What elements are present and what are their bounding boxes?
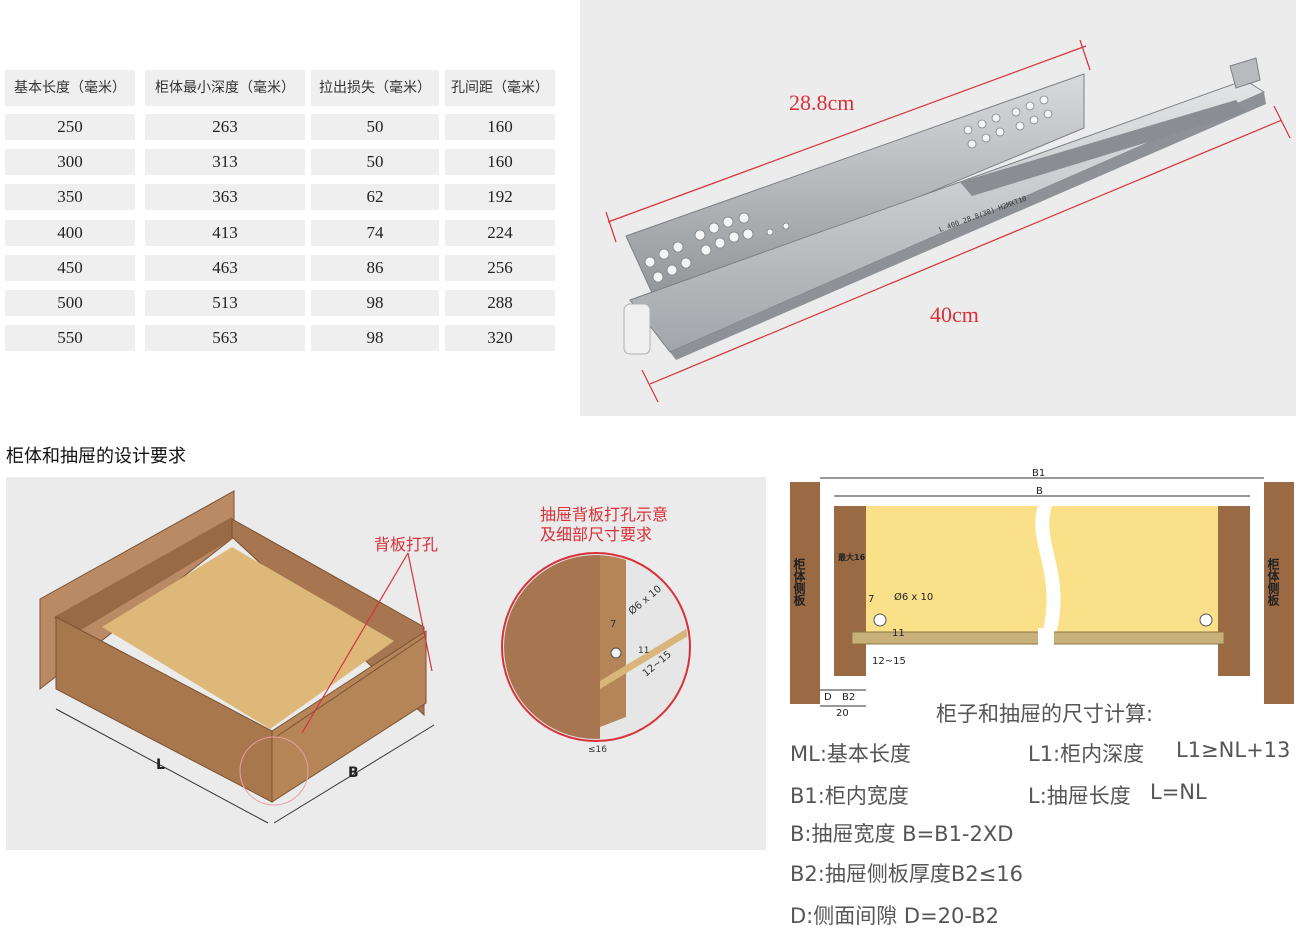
detail-title-line1: 抽屉背板打孔示意	[540, 505, 669, 524]
dim-top-label: 28.8cm	[789, 90, 854, 115]
table-cell: 463	[145, 254, 305, 281]
table-cell: 50	[311, 114, 439, 140]
table-cell: 250	[5, 114, 135, 140]
table-header: 基本长度（毫米）	[5, 70, 135, 106]
table-header: 柜体最小深度（毫米）	[145, 70, 305, 106]
detail-dim-16: ≤16	[588, 745, 607, 755]
detail-title-line2: 及细部尺寸要求	[540, 525, 653, 544]
table-header: 孔间距（毫米）	[445, 70, 555, 106]
table-cell: 224	[445, 219, 555, 246]
dim-20-label: 20	[836, 708, 849, 719]
table-cell: 62	[311, 184, 439, 211]
table-cell: 413	[145, 219, 305, 246]
table-cell: 563	[145, 325, 305, 352]
formula-b2: B2:抽屉侧板厚度B2≤16	[790, 862, 1023, 886]
table-cell: 263	[145, 114, 305, 140]
calc-title: 柜子和抽屉的尺寸计算:	[936, 702, 1154, 726]
dim-B: B	[348, 765, 359, 781]
dim-12-15-label: 12~15	[872, 656, 906, 667]
dim-B1: B1	[1032, 468, 1045, 479]
dim-B2-label: B2	[842, 692, 855, 703]
dim-L: L	[156, 757, 165, 773]
cabinet-section-illustration: B1 B 柜体侧板 柜体侧板 最大16 Ø6 x 10 7 11 12~15 D…	[790, 468, 1294, 719]
formula-b: B:抽屉宽度 B=B1-2XD	[790, 822, 1014, 846]
table-cell: 450	[5, 254, 135, 281]
section-title: 柜体和抽屉的设计要求	[6, 446, 186, 467]
table-cell: 313	[145, 149, 305, 176]
table-cell: 363	[145, 184, 305, 211]
formula-l-rule: L=NL	[1150, 780, 1207, 804]
dim-B: B	[1036, 486, 1043, 497]
table-cell: 256	[445, 254, 555, 281]
formula-l1-rule: L1≥NL+13	[1176, 738, 1291, 762]
table-cell: 74	[311, 219, 439, 246]
product-photo-drawer-slide: 28.8cm 40cm L 400 28.8(30) H2MXT10	[580, 0, 1296, 416]
table-cell: 288	[445, 290, 555, 316]
table-cell: 500	[5, 290, 135, 316]
table-cell: 192	[445, 184, 555, 211]
formula-ml: ML:基本长度	[790, 742, 911, 766]
detail-dim-7: 7	[610, 619, 616, 630]
side-panel-right-label: 柜体侧板	[1266, 557, 1280, 607]
table-cell: 160	[445, 114, 555, 140]
table-cell: 513	[145, 290, 305, 316]
table-cell: 98	[311, 290, 439, 316]
detail-dim-11: 11	[638, 646, 649, 656]
formula-l: L:抽屉长度	[1028, 784, 1131, 808]
table-cell: 300	[5, 149, 135, 176]
formula-d: D:侧面间隙 D=20-B2	[790, 904, 1000, 928]
hole-label: Ø6 x 10	[894, 591, 933, 603]
dim-11-label: 11	[892, 628, 905, 639]
table-cell: 160	[445, 149, 555, 176]
table-cell: 320	[445, 325, 555, 352]
formula-l1: L1:柜内深度	[1028, 742, 1145, 766]
drawer-design-diagram: L B 7 Ø6 x 10 11 12~15 ≤16 背板打孔 抽屉背板打孔示意…	[6, 477, 766, 850]
max16-label: 最大16	[838, 552, 866, 562]
drawer-3d-illustration: L B 7 Ø6 x 10 11 12~15 ≤16	[39, 490, 691, 824]
back-hole-label: 背板打孔	[374, 535, 439, 554]
table-cell: 550	[5, 325, 135, 352]
dim-7-label: 7	[868, 594, 874, 605]
table-cell: 98	[311, 325, 439, 352]
table-header: 拉出损失（毫米）	[311, 70, 439, 106]
cabinet-cross-section: B1 B 柜体侧板 柜体侧板 最大16 Ø6 x 10 7 11 12~15 D…	[786, 462, 1300, 728]
table-cell: 50	[311, 149, 439, 176]
table-cell: 86	[311, 254, 439, 281]
table-cell: 350	[5, 184, 135, 211]
formula-b1: B1:柜内宽度	[790, 784, 909, 808]
side-panel-left-label: 柜体侧板	[792, 557, 806, 607]
drawer-slide-illustration: 28.8cm 40cm L 400 28.8(30) H2MXT10	[605, 39, 1291, 403]
table-cell: 400	[5, 219, 135, 246]
dim-D-label: D	[824, 692, 832, 703]
dim-bottom-label: 40cm	[930, 302, 979, 327]
